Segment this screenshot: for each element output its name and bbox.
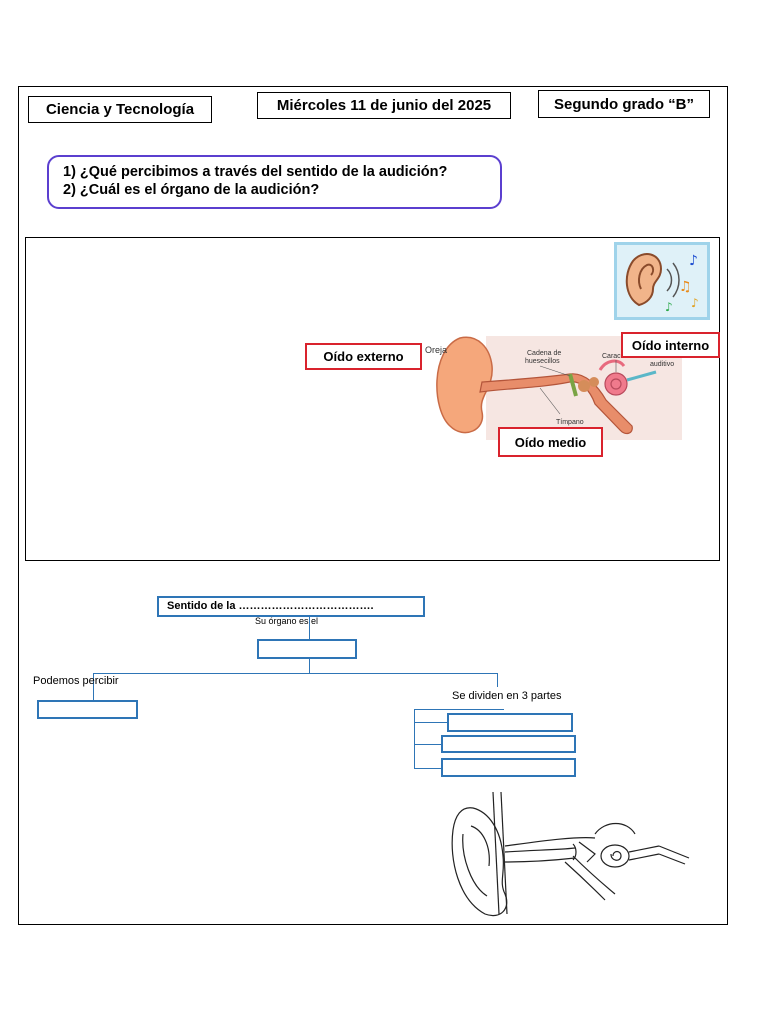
svg-text:♪: ♪	[665, 300, 673, 314]
label-timpano: Tímpano	[556, 419, 584, 426]
middle-ear-label: Oído medio	[498, 427, 603, 457]
connector-line	[414, 709, 415, 769]
organ-text: Su órgano es el	[255, 616, 319, 626]
part-answer-box-3[interactable]	[441, 758, 576, 777]
label-cadena-1: Cadena de	[527, 350, 562, 357]
inner-ear-label: Oído interno	[621, 332, 720, 358]
connector-line	[497, 673, 498, 687]
questions-box: 1) ¿Qué percibimos a través del sentido …	[47, 155, 502, 209]
subject-box: Ciencia y Tecnología	[28, 96, 212, 123]
question-2: 2) ¿Cuál es el órgano de la audición?	[63, 182, 320, 198]
ear-outline-drawing	[445, 790, 695, 920]
connector-line	[93, 673, 94, 701]
connector-line	[93, 673, 498, 674]
perceive-text: Podemos percibir	[33, 675, 119, 687]
label-caracol: Caracol	[602, 353, 627, 360]
label-nervio-2: auditivo	[650, 361, 675, 368]
organ-answer-box[interactable]	[257, 639, 357, 659]
grade-box: Segundo grado “B”	[538, 90, 710, 118]
hearing-music-icon: ♪ ♫ ♪ ♪	[614, 242, 710, 320]
concept-title-box: Sentido de la ……………………………….	[157, 596, 425, 617]
svg-text:♪: ♪	[689, 253, 698, 269]
parts-text: Se dividen en 3 partes	[452, 690, 562, 702]
label-oreja: Oreja	[425, 345, 448, 355]
ear-anatomy-illustration	[420, 330, 690, 448]
connector-line	[309, 617, 310, 639]
ear-diagram-panel	[25, 237, 720, 561]
svg-text:♪: ♪	[691, 296, 699, 310]
label-cadena-2: huesecillos	[525, 358, 560, 365]
connector-line	[309, 659, 310, 673]
connector-line	[414, 709, 504, 710]
part-answer-box-2[interactable]	[441, 735, 576, 753]
date-box: Miércoles 11 de junio del 2025	[257, 92, 511, 119]
question-1: 1) ¿Qué percibimos a través del sentido …	[63, 164, 448, 180]
connector-line	[414, 744, 441, 745]
svg-text:♫: ♫	[679, 279, 692, 295]
connector-line	[414, 768, 441, 769]
outer-ear-label: Oído externo	[305, 343, 422, 370]
worksheet-frame	[18, 86, 728, 925]
connector-line	[414, 722, 447, 723]
perceive-answer-box[interactable]	[37, 700, 138, 719]
part-answer-box-1[interactable]	[447, 713, 573, 732]
